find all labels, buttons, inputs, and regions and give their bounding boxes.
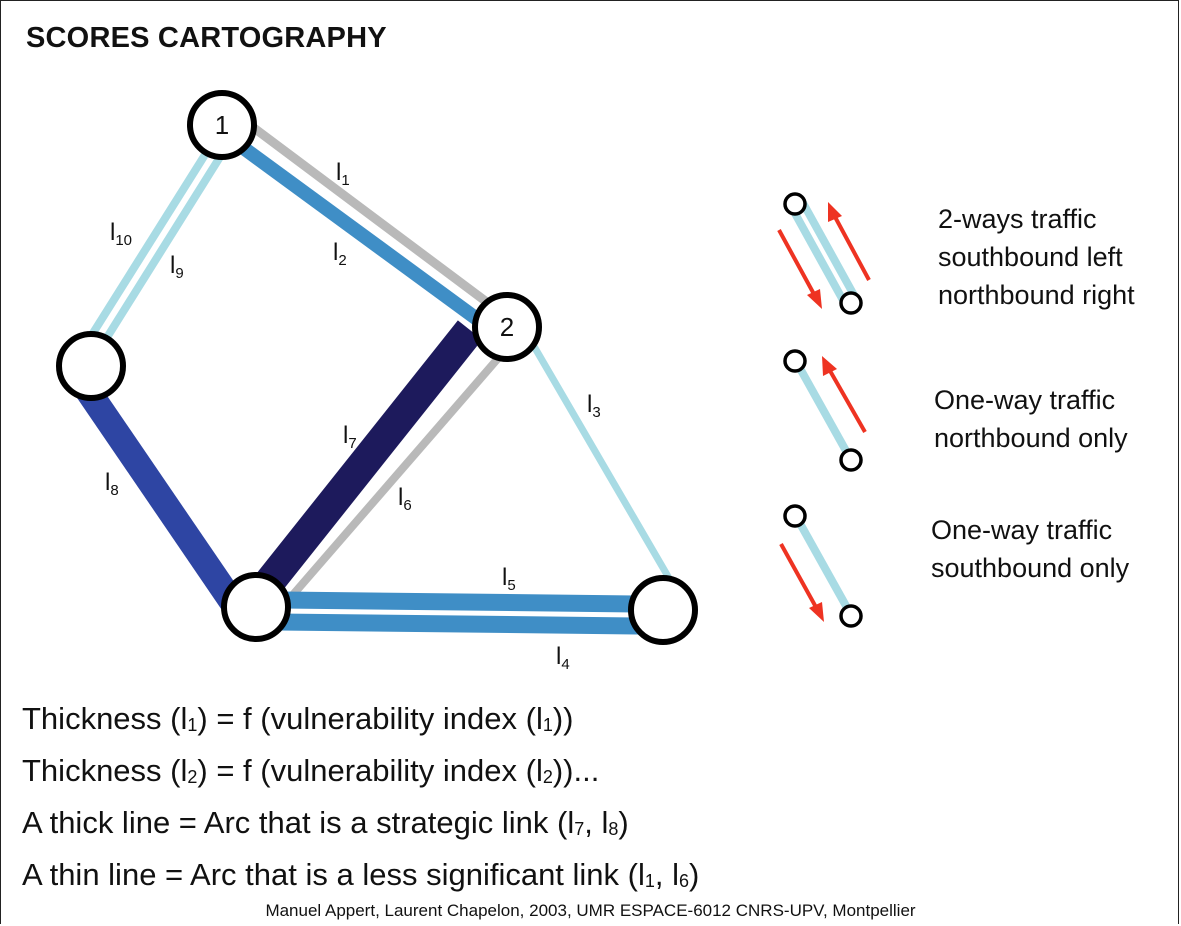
link-labels: l1 l2 l3 l4 l5 l6 l7 l8 l9 l10 bbox=[105, 159, 601, 673]
legend-two-way-line-2: southbound left bbox=[938, 242, 1123, 272]
node-1-label: 1 bbox=[215, 110, 229, 140]
legend-two-way-text: 2-ways traffic southbound left northboun… bbox=[938, 200, 1135, 314]
node-2 bbox=[472, 292, 542, 362]
link-l7 bbox=[247, 320, 483, 604]
link-l4 bbox=[277, 613, 641, 635]
link-l1 bbox=[243, 118, 495, 310]
legend-northbound-arrowhead-2 bbox=[822, 356, 837, 376]
link-l5 bbox=[281, 591, 641, 613]
legend-two-way-line-3: northbound right bbox=[938, 280, 1135, 310]
label-l2: l2 bbox=[333, 239, 347, 269]
figure-title: SCORES CARTOGRAPHY bbox=[26, 22, 387, 54]
legend-northbound-glyph bbox=[783, 349, 867, 472]
credit-line: Manuel Appert, Laurent Chapelon, 2003, U… bbox=[265, 901, 916, 920]
legend-two-way-link-left bbox=[788, 206, 848, 304]
link-l6 bbox=[287, 345, 511, 600]
node-left bbox=[56, 331, 126, 401]
label-l7: l7 bbox=[343, 422, 357, 452]
node-2-label: 2 bbox=[500, 312, 514, 342]
legend-southbound-arrow-3 bbox=[779, 543, 819, 610]
legend-northbound-line-2: northbound only bbox=[934, 423, 1128, 453]
legend-two-way-link-right bbox=[799, 201, 859, 299]
legend-northbound-line-1: One-way traffic bbox=[934, 385, 1116, 415]
label-l3: l3 bbox=[587, 391, 601, 421]
legend-two-way-line-1: 2-ways traffic bbox=[938, 204, 1097, 234]
legend-two-way-glyph bbox=[777, 192, 871, 315]
links bbox=[73, 118, 677, 635]
link-l9 bbox=[97, 154, 224, 350]
legend-two-way-node-top bbox=[783, 192, 807, 216]
node-bottom-left bbox=[221, 572, 291, 642]
legend-two-way-node-bottom bbox=[839, 291, 863, 315]
label-l5: l5 bbox=[502, 564, 516, 594]
legend-northbound-arrow-2 bbox=[827, 368, 867, 433]
label-l4: l4 bbox=[556, 643, 570, 673]
link-l3 bbox=[524, 334, 677, 587]
node-1 bbox=[187, 90, 257, 160]
legend-southbound-arrowhead-3 bbox=[809, 602, 824, 622]
link-l8 bbox=[73, 377, 250, 620]
nodes: 1 2 bbox=[56, 90, 698, 645]
formula-list: Thickness (l1) = f (vulnerability index … bbox=[22, 696, 699, 904]
legend-northbound-text: One-way traffic northbound only bbox=[934, 381, 1128, 457]
node-bottom-right bbox=[628, 575, 698, 645]
legend-northbound-arrowhead-1 bbox=[828, 202, 842, 222]
legend-southbound-line-2: southbound only bbox=[931, 553, 1130, 583]
legend-southbound-node-top bbox=[783, 504, 807, 528]
legend-southbound-glyph bbox=[779, 504, 863, 628]
legend-southbound-line-1: One-way traffic bbox=[931, 515, 1113, 545]
formula-line-2: Thickness (l2) = f (vulnerability index … bbox=[22, 753, 600, 788]
label-l8: l8 bbox=[105, 469, 119, 499]
legend-northbound-node-bottom bbox=[839, 448, 863, 472]
legend-northbound-arrow-1 bbox=[832, 214, 871, 281]
legend-southbound-link bbox=[793, 516, 854, 615]
legend-southbound-text: One-way traffic southbound only bbox=[931, 511, 1129, 587]
legend-northbound-node-top bbox=[783, 349, 807, 373]
legend-southbound-node-bottom bbox=[839, 604, 863, 628]
link-l10 bbox=[84, 147, 212, 344]
legend-northbound-link bbox=[793, 361, 854, 460]
label-l6: l6 bbox=[398, 484, 412, 514]
label-l10: l10 bbox=[110, 219, 132, 249]
legend-southbound-arrow-1 bbox=[777, 229, 817, 297]
formula-line-3: A thick line = Arc that is a strategic l… bbox=[22, 805, 629, 840]
formula-line-4: A thin line = Arc that is a less signifi… bbox=[22, 857, 700, 892]
legend-southbound-arrowhead-1 bbox=[807, 289, 822, 309]
label-l1: l1 bbox=[336, 159, 350, 189]
formula-line-1: Thickness (l1) = f (vulnerability index … bbox=[22, 701, 574, 736]
label-l9: l9 bbox=[170, 252, 184, 282]
link-l2 bbox=[229, 135, 486, 328]
